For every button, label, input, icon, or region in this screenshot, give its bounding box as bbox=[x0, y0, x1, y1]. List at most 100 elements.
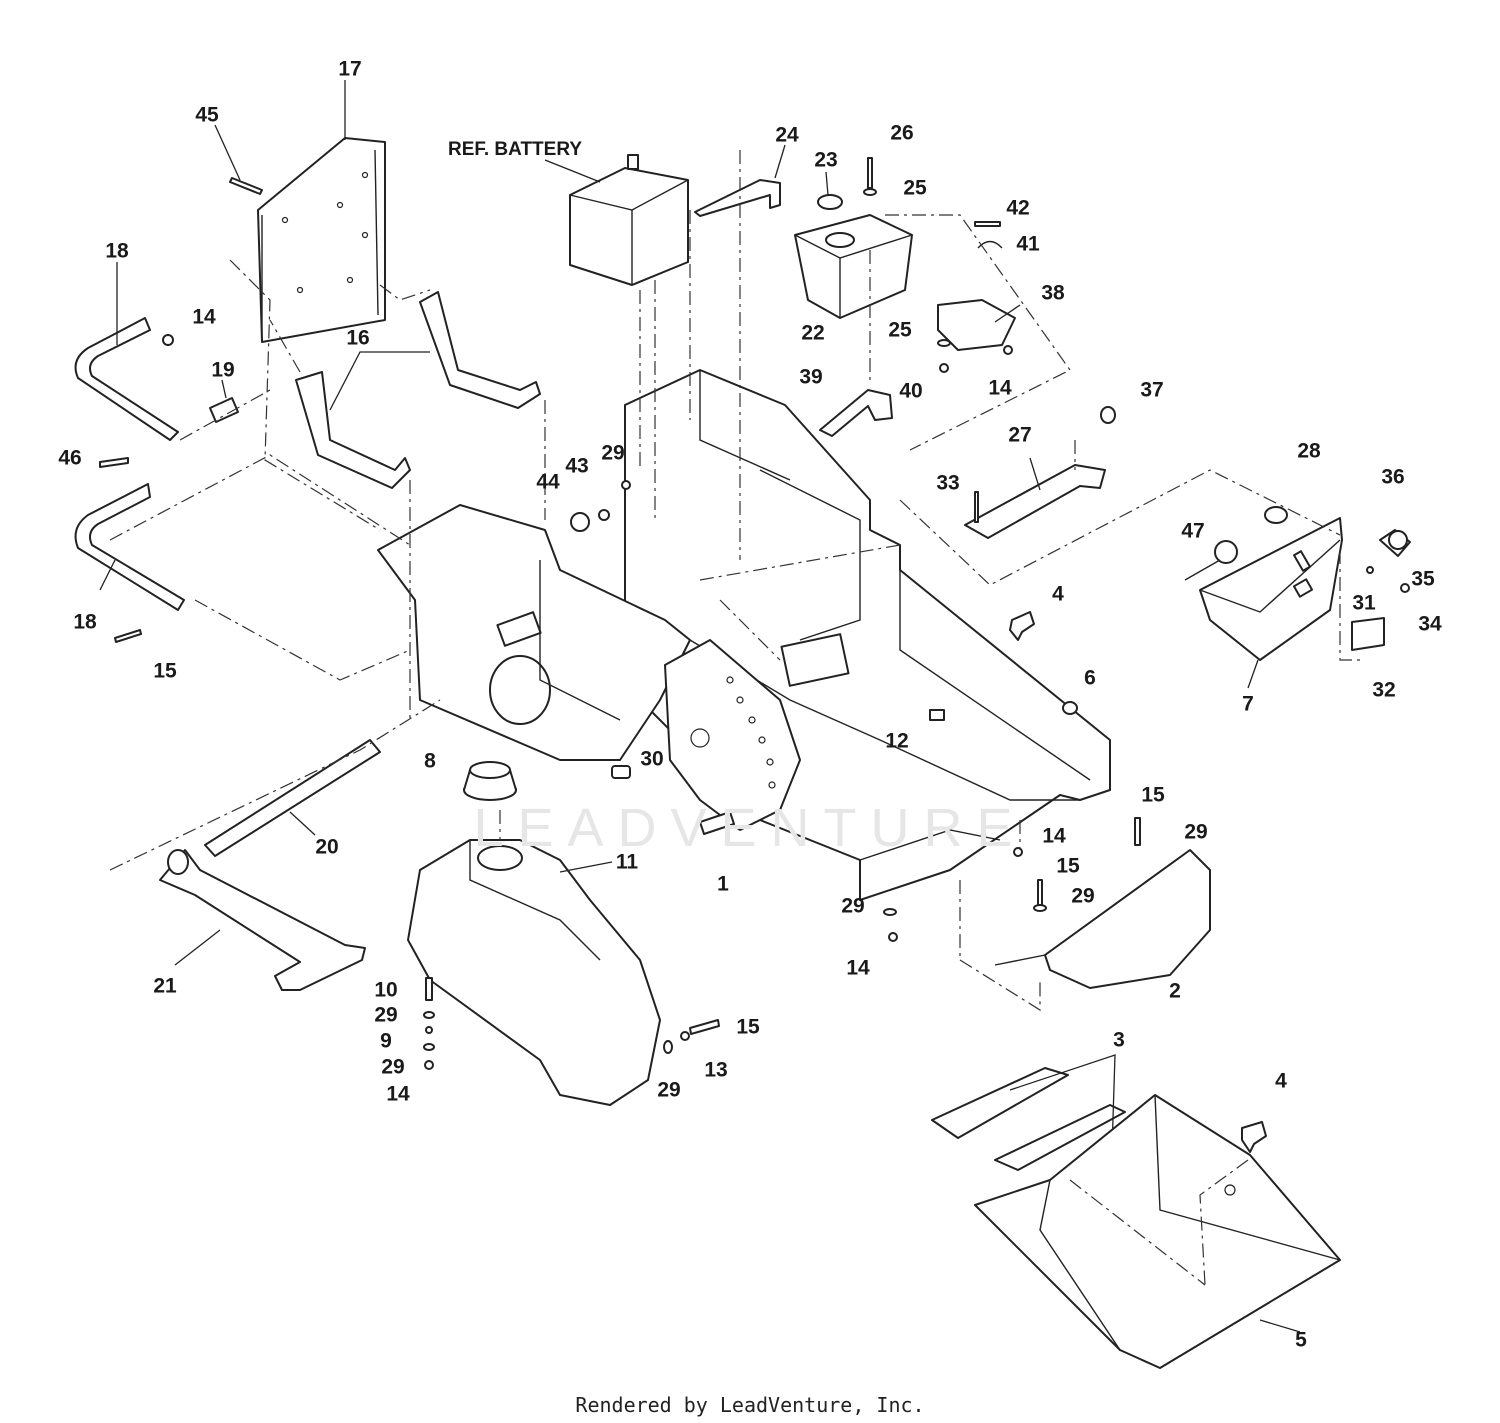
control-panel bbox=[1199, 517, 1343, 689]
assembly-lines bbox=[109, 150, 1360, 1286]
side-panel-2 bbox=[994, 817, 1211, 989]
callout-30: 30 bbox=[640, 747, 664, 771]
switch-36 bbox=[1379, 529, 1411, 557]
callout-12: 12 bbox=[885, 729, 909, 753]
tank-hardware-left bbox=[423, 977, 435, 1070]
callout-14: 14 bbox=[988, 376, 1012, 400]
callout-25: 25 bbox=[888, 318, 912, 342]
callout-15: 15 bbox=[1056, 854, 1080, 878]
callout-2: 2 bbox=[1169, 979, 1181, 1003]
callout-6: 6 bbox=[1084, 666, 1096, 690]
callout-17: 17 bbox=[338, 57, 362, 81]
callout-26: 26 bbox=[890, 121, 914, 145]
callout-27: 27 bbox=[1008, 423, 1032, 447]
callout-23: 23 bbox=[814, 148, 838, 172]
clip-12 bbox=[929, 709, 945, 721]
callout-10: 10 bbox=[374, 978, 398, 1002]
callout-8: 8 bbox=[424, 749, 436, 773]
battery bbox=[544, 154, 689, 286]
callout-18: 18 bbox=[73, 610, 97, 634]
bolt-26 bbox=[863, 157, 951, 373]
seat-bolt bbox=[214, 124, 263, 195]
bushing-30 bbox=[611, 765, 735, 835]
handle-lower bbox=[74, 483, 185, 611]
bracket-27 bbox=[964, 406, 1116, 539]
hydraulic-reservoir bbox=[794, 214, 913, 319]
tank-hardware-right bbox=[663, 1019, 720, 1054]
callout-20: 20 bbox=[315, 835, 339, 859]
floor-pad-right bbox=[994, 1054, 1126, 1171]
footer-attribution: Rendered by LeadVenture, Inc. bbox=[575, 1393, 925, 1417]
callout-29: 29 bbox=[1071, 884, 1095, 908]
callout-31: 31 bbox=[1352, 591, 1376, 615]
callout-14: 14 bbox=[1042, 824, 1066, 848]
callout-29: 29 bbox=[374, 1003, 398, 1027]
ignition-key-28 bbox=[1264, 506, 1288, 524]
callout-24: 24 bbox=[775, 123, 799, 147]
callout-47: 47 bbox=[1181, 519, 1205, 543]
callout-14: 14 bbox=[192, 305, 216, 329]
callout-29: 29 bbox=[1184, 820, 1208, 844]
spacer-19 bbox=[209, 379, 239, 423]
knob-4-lower bbox=[1241, 1121, 1267, 1153]
seat-mount-plate bbox=[257, 80, 386, 343]
callout-36: 36 bbox=[1381, 465, 1405, 489]
callout-44: 44 bbox=[536, 470, 560, 494]
callout-3: 3 bbox=[1113, 1028, 1125, 1052]
callout-28: 28 bbox=[1297, 439, 1321, 463]
knob-4-upper bbox=[1009, 611, 1035, 641]
callout-4: 4 bbox=[1052, 582, 1064, 606]
callout-22: 22 bbox=[801, 321, 825, 345]
callout-38: 38 bbox=[1041, 281, 1065, 305]
ref-battery-label: REF. BATTERY bbox=[447, 139, 583, 160]
pivot-knob-44 bbox=[570, 480, 631, 532]
callout-34: 34 bbox=[1418, 612, 1442, 636]
callout-35: 35 bbox=[1411, 567, 1435, 591]
relay-31 bbox=[1351, 617, 1385, 651]
callout-9: 9 bbox=[380, 1029, 392, 1053]
callout-14: 14 bbox=[846, 956, 870, 980]
seat-bracket-left bbox=[295, 371, 411, 489]
bracket-39 bbox=[819, 389, 893, 437]
callout-39: 39 bbox=[799, 365, 823, 389]
callout-29: 29 bbox=[657, 1078, 681, 1102]
callout-42: 42 bbox=[1006, 196, 1030, 220]
pivot-shaft bbox=[204, 739, 381, 857]
handle-upper bbox=[74, 262, 179, 441]
battery-hold-down-rod bbox=[694, 144, 786, 217]
callout-18: 18 bbox=[105, 239, 129, 263]
callout-19: 19 bbox=[211, 358, 235, 382]
callout-29: 29 bbox=[381, 1055, 405, 1079]
callout-32: 32 bbox=[1372, 678, 1396, 702]
seat-bracket-right bbox=[329, 291, 541, 411]
callout-37: 37 bbox=[1140, 378, 1164, 402]
callout-46: 46 bbox=[58, 446, 82, 470]
frame-side-plate bbox=[664, 639, 801, 831]
callout-15: 15 bbox=[153, 659, 177, 683]
callout-14: 14 bbox=[386, 1082, 410, 1106]
front-frame-section bbox=[377, 504, 691, 761]
callout-29: 29 bbox=[841, 894, 865, 918]
throttle-knob-47 bbox=[1184, 540, 1238, 581]
callout-13: 13 bbox=[704, 1058, 728, 1082]
frame-hardware-29-14 bbox=[883, 908, 898, 942]
leadventure-watermark: LEADVENTURE bbox=[473, 798, 1027, 858]
callout-15: 15 bbox=[1141, 783, 1165, 807]
floor-pad-left bbox=[931, 1067, 1069, 1139]
pin-41-42 bbox=[974, 221, 1003, 249]
callout-21: 21 bbox=[153, 974, 177, 998]
fuel-tank bbox=[407, 839, 661, 1106]
bolt-15-left bbox=[114, 629, 142, 643]
callout-11: 11 bbox=[615, 850, 639, 874]
callout-33: 33 bbox=[936, 471, 960, 495]
callout-1: 1 bbox=[717, 872, 729, 896]
callout-40: 40 bbox=[899, 379, 923, 403]
callout-43: 43 bbox=[565, 454, 589, 478]
foot-pedal bbox=[159, 849, 366, 991]
callout-4: 4 bbox=[1275, 1069, 1287, 1093]
valve-mount-bracket bbox=[937, 299, 1021, 355]
cap-6 bbox=[1062, 701, 1078, 715]
floor-pan bbox=[974, 1094, 1341, 1369]
callout-45: 45 bbox=[195, 103, 219, 127]
